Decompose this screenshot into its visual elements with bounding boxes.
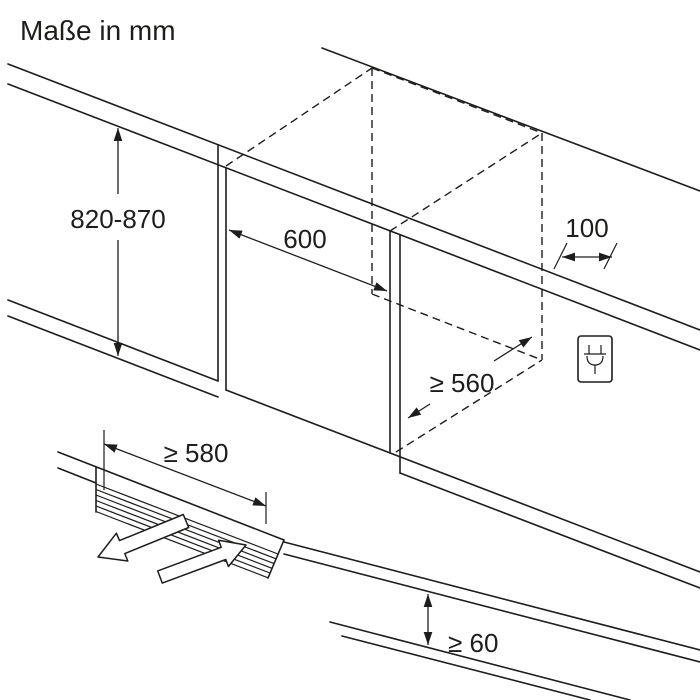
dim-niche-width-arrow bbox=[228, 229, 388, 292]
upper-diagram: 820-870 600 100 ≥ 560 bbox=[7, 47, 700, 589]
dim-niche-height-label: 820-870 bbox=[70, 204, 165, 234]
dim-worktop-depth: ≥ 580 bbox=[103, 430, 267, 524]
dim-bottom-clearance-label: ≥ 60 bbox=[448, 628, 498, 658]
lower-diagram: ≥ 580 ≥ 60 bbox=[57, 430, 700, 700]
dim-worktop-depth-arrow bbox=[103, 443, 267, 507]
hollow-arrow-down-left-icon bbox=[97, 513, 190, 562]
dim-niche-depth-arrow bbox=[408, 337, 532, 418]
dim-socket-offset-extensions bbox=[553, 242, 618, 270]
dim-socket-offset-label: 100 bbox=[565, 213, 608, 243]
dim-niche-width-label: 600 bbox=[283, 224, 326, 254]
socket-outline bbox=[577, 335, 613, 383]
socket-plug-glyph bbox=[584, 345, 606, 374]
dim-bottom-clearance: ≥ 60 bbox=[423, 594, 498, 658]
dim-worktop-depth-label: ≥ 580 bbox=[164, 438, 229, 468]
dim-socket-offset: 100 bbox=[553, 213, 618, 270]
worktop-cut-right-edge bbox=[267, 539, 285, 579]
niche-side-panel-edges bbox=[217, 144, 401, 474]
dim-niche-depth: ≥ 560 bbox=[408, 337, 532, 418]
page-title: Maße in mm bbox=[20, 15, 176, 46]
worktop-underside bbox=[57, 467, 97, 484]
wall-top-edge bbox=[321, 47, 700, 192]
dim-niche-height: 820-870 bbox=[70, 128, 166, 356]
hollow-arrow-up-right-icon bbox=[156, 539, 247, 584]
dim-niche-width: 600 bbox=[228, 224, 388, 292]
upper-panel-edges bbox=[283, 541, 700, 663]
niche-hidden-edges bbox=[225, 67, 543, 453]
socket-icon bbox=[577, 335, 613, 383]
dim-niche-depth-label: ≥ 560 bbox=[430, 368, 495, 398]
lower-panel-edges bbox=[329, 621, 631, 700]
